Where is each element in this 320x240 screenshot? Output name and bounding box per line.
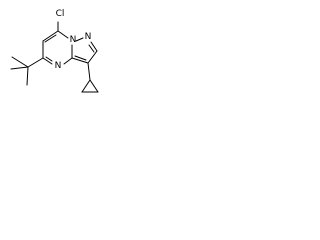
atom-label-n-pyrimidine: N [55, 61, 62, 71]
atom-label-n-pyrazole: N [85, 32, 92, 42]
bond-c5-n4-inner [45, 56, 53, 62]
bond-n4-c3a [63, 57, 73, 65]
bond-n8-n1 [75, 37, 84, 42]
bond-cyclopropyl-c [89, 79, 99, 93]
bond-c3-c3a-inner [74, 55, 87, 61]
bond-c3-c3a [71, 57, 89, 64]
atom-label-n-bridgehead: N [70, 35, 77, 45]
bond-n1-c2 [90, 41, 98, 52]
molecule-structure-diagram: Cl N N N [10, 9, 99, 93]
bond-tbu-methyl-top [11, 56, 29, 68]
bond-c2-c3 [87, 50, 98, 64]
bond-n8-c7 [57, 30, 69, 39]
bond-c5-n4 [42, 57, 53, 65]
atom-label-chlorine: Cl [56, 9, 65, 19]
bond-tbu-methyl-bottom [26, 66, 29, 86]
bond-c5-tbu [27, 57, 44, 68]
bond-tbu-methyl-left [10, 66, 29, 70]
bond-n1-c2-inner [88, 44, 95, 53]
bond-c7-c6 [42, 30, 59, 42]
bond-cyclopropyl-a [81, 79, 91, 93]
bond-c7-c6-inner [44, 34, 57, 43]
bond-c3-cyclopropyl [87, 62, 91, 81]
